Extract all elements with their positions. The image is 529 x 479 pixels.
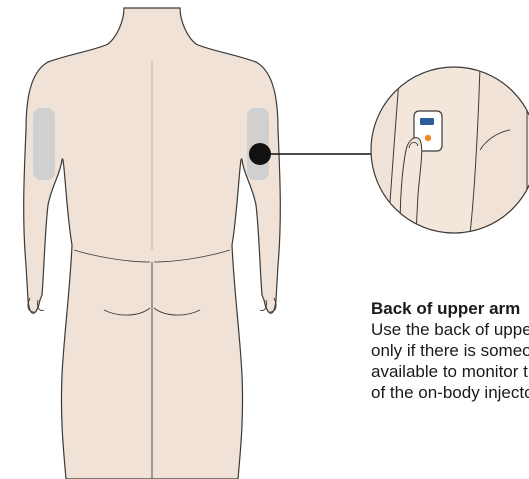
site-title: Back of upper arm [371,298,529,319]
human-body-back-view [24,8,281,479]
site-description-line: of the on-body injector. [371,382,529,403]
site-description-line: only if there is someone [371,340,529,361]
injection-site-left-arm [33,108,55,180]
site-description-line: Use the back of upper arm [371,319,529,340]
site-caption: Back of upper arm Use the back of upper … [371,298,529,403]
site-description-line: available to monitor the status [371,361,529,382]
